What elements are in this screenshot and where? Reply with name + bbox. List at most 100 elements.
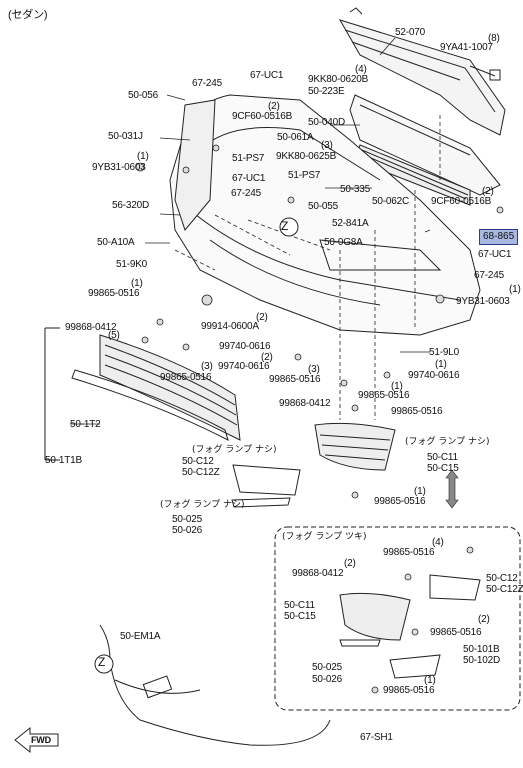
- label-9yb31-a: 9YB31-0603: [92, 162, 146, 173]
- label-9kk80-0625b: 9KK80-0625B: [276, 151, 337, 162]
- label-50-056: 50-056: [128, 90, 158, 101]
- fog-bezel-shape-lower: [339, 574, 481, 679]
- label-qty-2b: (2): [482, 186, 494, 197]
- note-fog-none-2: (フォグ ランプ ナシ): [405, 437, 490, 447]
- label-99865-f: 99865-0516: [374, 496, 426, 507]
- leader-lines: [70, 37, 431, 425]
- z-mark-upper: Z: [281, 219, 289, 233]
- label-50-c12-b: 50-C12: [486, 573, 518, 584]
- z-mark-lower: Z: [98, 655, 106, 669]
- label-51-ps7-b: 51-PS7: [288, 170, 321, 181]
- label-99740-a: 99740-0616: [219, 341, 271, 352]
- label-qty-4b: (4): [432, 537, 444, 548]
- note-fog-none-3: (フォグ ランプ ナシ): [160, 500, 245, 510]
- label-qty-1c: (1): [509, 284, 521, 295]
- label-50-c12z-a: 50-C12Z: [182, 467, 220, 478]
- label-50-223e: 50-223E: [308, 86, 345, 97]
- label-qty-2f: (2): [478, 614, 490, 625]
- label-99865-c: 99865-0516: [269, 374, 321, 385]
- label-50-055: 50-055: [308, 201, 338, 212]
- label-9cf60-0516b-a: 9CF60-0516B: [232, 111, 293, 122]
- label-9yb31-b: 9YB31-0603: [456, 296, 510, 307]
- label-qty-8: (8): [488, 33, 500, 44]
- lower-grille-shape: [71, 334, 241, 441]
- label-50-025-a: 50-025: [172, 514, 202, 525]
- label-99865-b: 99865-0516: [160, 372, 212, 383]
- label-67-245-c: 67-245: [474, 270, 504, 281]
- label-50-0g8a: 50-0G8A: [324, 237, 363, 248]
- label-qty-4a: (4): [355, 64, 367, 75]
- label-qty-2a: (2): [268, 101, 280, 112]
- label-qty-1f: (1): [414, 486, 426, 497]
- label-51-9l0: 51-9L0: [429, 347, 459, 358]
- label-99740-b: 99740-0616: [218, 361, 270, 372]
- label-99865-i: 99865-0516: [383, 685, 435, 696]
- label-qty-1b: (1): [131, 278, 143, 289]
- label-qty-5a: (5): [108, 330, 120, 341]
- label-qty-1e: (1): [391, 381, 403, 392]
- label-50-c12z-b: 50-C12Z: [486, 584, 523, 595]
- fwd-label: FWD: [31, 735, 51, 745]
- label-50-a10a: 50-A10A: [97, 237, 135, 248]
- bolt-9ya41-shape: [469, 65, 501, 81]
- note-fog-with: (フォグ ランプ ツキ): [282, 532, 367, 542]
- label-52-841a: 52-841A: [332, 218, 369, 229]
- label-99914: 99914-0600A: [201, 321, 259, 332]
- absorber-shape: [349, 94, 501, 196]
- label-99868-a: 99868-0412: [65, 322, 117, 333]
- fog-lamp-box-border: [274, 526, 521, 711]
- label-qty-2d: (2): [261, 352, 273, 363]
- label-56-320d: 56-320D: [112, 200, 149, 211]
- label-99868-b: 99868-0412: [279, 398, 331, 409]
- label-50-102d: 50-102D: [463, 655, 500, 666]
- label-99865-h: 99865-0516: [430, 627, 482, 638]
- label-qty-1a: (1): [137, 151, 149, 162]
- double-arrow: [445, 469, 459, 509]
- label-52-070: 52-070: [395, 27, 425, 38]
- label-51-ps7-a: 51-PS7: [232, 153, 265, 164]
- label-50-em1a: 50-EM1A: [120, 631, 161, 642]
- label-50-c11-a: 50-C11: [427, 452, 458, 463]
- label-50-c15-a: 50-C15: [427, 463, 459, 474]
- z-circle-upper: [279, 217, 299, 237]
- label-67-245-a: 67-245: [192, 78, 222, 89]
- fasteners: [135, 144, 504, 694]
- label-67-sh1: 67-SH1: [360, 732, 393, 743]
- label-50-031j: 50-031J: [108, 131, 143, 142]
- label-9ya41: 9YA41-1007: [440, 42, 493, 53]
- label-qty-3a: (3): [321, 140, 333, 151]
- label-qty-2e: (2): [344, 558, 356, 569]
- fwd-arrow-shape: [14, 726, 59, 754]
- label-50-101b: 50-101B: [463, 644, 500, 655]
- label-68-865-highlight[interactable]: 68-865: [479, 229, 519, 245]
- label-qty-3c: (3): [308, 364, 320, 375]
- label-67-uc1-b: 67-UC1: [232, 173, 266, 184]
- bracket-leader-1t1b: [44, 327, 60, 461]
- label-67-245-b: 67-245: [231, 188, 261, 199]
- wiring-harness-shape: [99, 624, 331, 746]
- label-qty-1g: (1): [424, 675, 436, 686]
- label-50-c15-b: 50-C15: [284, 611, 316, 622]
- label-50-026-b: 50-026: [312, 674, 342, 685]
- label-51-9k0: 51-9K0: [116, 259, 148, 270]
- label-50-c12-a: 50-C12: [182, 456, 214, 467]
- label-50-040d: 50-040D: [308, 117, 345, 128]
- bumper-cover-shape: [169, 94, 481, 336]
- label-50-1t2: 50-1T2: [70, 419, 101, 430]
- label-9cf60-0516b-b: 9CF60-0516B: [431, 196, 492, 207]
- side-bracket-shape: [174, 99, 216, 232]
- diagram-title: (セダン): [8, 9, 48, 21]
- label-67-uc1-a: 67-UC1: [250, 70, 284, 81]
- label-qty-1d: (1): [435, 359, 447, 370]
- label-50-061a: 50-061A: [277, 132, 314, 143]
- label-50-025-b: 50-025: [312, 662, 342, 673]
- label-9kk80-0620b: 9KK80-0620B: [308, 74, 369, 85]
- label-50-c11-b: 50-C11: [284, 600, 315, 611]
- fog-bezel-shape-upper: [231, 422, 396, 508]
- z-circle-lower: [94, 654, 114, 674]
- label-99865-d: 99865-0516: [358, 390, 410, 401]
- label-99865-a: 99865-0516: [88, 288, 140, 299]
- note-fog-none-1: (フォグ ランプ ナシ): [192, 445, 277, 455]
- label-50-1t1b: 50-1T1B: [45, 455, 82, 466]
